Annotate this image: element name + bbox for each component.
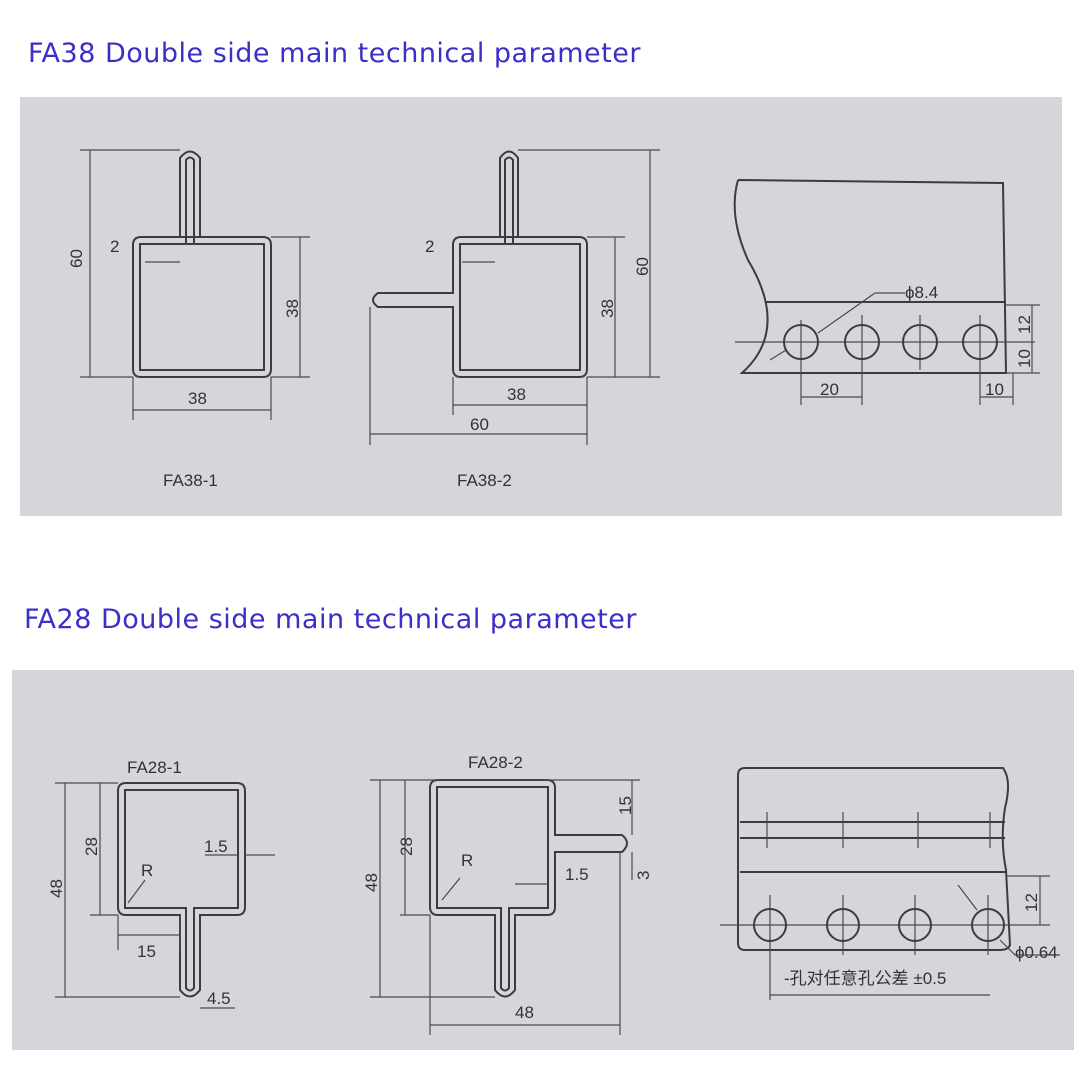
dimension-label: 20 bbox=[820, 380, 839, 399]
tolerance-note: -孔对任意孔公差 ±0.5 bbox=[784, 969, 946, 988]
dimension-label: 38 bbox=[188, 389, 207, 408]
dimension-label: 12 bbox=[1022, 893, 1041, 912]
dimension-label: 60 bbox=[633, 257, 652, 276]
fa38-2-profile: 38 60 38 60 2 FA38-2 bbox=[369, 149, 660, 490]
section-title-fa38: FA38 Double side main technical paramete… bbox=[28, 38, 641, 69]
dimension-label: 15 bbox=[137, 942, 156, 961]
dimension-label: 48 bbox=[362, 873, 381, 892]
dimension-label: 2 bbox=[425, 237, 434, 256]
dimension-label: 38 bbox=[598, 299, 617, 318]
dimension-label: 4.5 bbox=[207, 989, 231, 1008]
fa38-hole-strip: ϕ8.4 20 10 12 10 bbox=[733, 179, 1040, 405]
part-label-fa28-2: FA28-2 bbox=[468, 753, 523, 772]
part-label-fa28-1: FA28-1 bbox=[127, 758, 182, 777]
dimension-label: 38 bbox=[507, 385, 526, 404]
dimension-label: R bbox=[141, 861, 153, 880]
part-label-fa38-2: FA38-2 bbox=[457, 471, 512, 490]
dimension-label: 3 bbox=[634, 871, 653, 880]
dimension-label: 12 bbox=[1015, 315, 1034, 334]
dimension-label: 2 bbox=[110, 237, 119, 256]
fa28-1-profile: 48 28 1.5 R 15 4.5 FA28-1 bbox=[47, 758, 275, 1009]
dimension-label: 60 bbox=[470, 415, 489, 434]
dimension-label: 60 bbox=[67, 249, 86, 268]
dimension-label: 48 bbox=[47, 879, 66, 898]
dimension-label: 28 bbox=[397, 837, 416, 856]
dimension-label: R bbox=[461, 851, 473, 870]
dimension-label: 48 bbox=[515, 1003, 534, 1022]
dimension-label: ϕ0.64 bbox=[1015, 943, 1058, 962]
dimension-label: 15 bbox=[616, 796, 635, 815]
dimension-label: 10 bbox=[1015, 349, 1034, 368]
dimension-label: 1.5 bbox=[565, 865, 589, 884]
dimension-label: 10 bbox=[985, 380, 1004, 399]
dimension-label: ϕ8.4 bbox=[905, 283, 938, 302]
part-label-fa38-1: FA38-1 bbox=[163, 471, 218, 490]
fa28-2-profile: 48 28 15 3 1.5 R 48 FA28-2 bbox=[362, 753, 653, 1035]
dimension-label: 28 bbox=[82, 837, 101, 856]
fa38-1-profile: 60 38 38 2 FA38-1 bbox=[67, 149, 310, 490]
fa28-hole-strip: 12 ϕ0.64 -孔对任意孔公差 ±0.5 bbox=[720, 767, 1060, 1000]
dimension-label: 38 bbox=[283, 299, 302, 318]
section-title-fa28: FA28 Double side main technical paramete… bbox=[24, 604, 637, 635]
dimension-label: 1.5 bbox=[204, 837, 228, 856]
fa28-drawing-panel bbox=[12, 670, 1074, 1050]
